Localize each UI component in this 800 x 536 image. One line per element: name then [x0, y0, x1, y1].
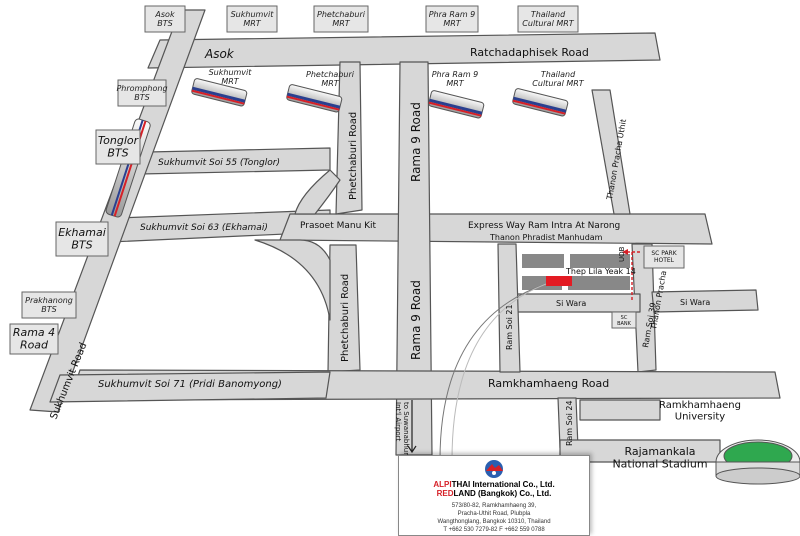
- route-arrow: [622, 249, 628, 255]
- label-soi71: Sukhumvit Soi 71 (Pridi Banomyong): [98, 379, 282, 390]
- road-expressway: [279, 213, 713, 245]
- label-soi63: Sukhumvit Soi 63 (Ekhamai): [140, 223, 268, 233]
- road-univ: [579, 399, 661, 421]
- buildings-block: [522, 254, 630, 290]
- label-soi55: Sukhumvit Soi 55 (Tonglor): [158, 158, 280, 168]
- train-sukhumvit: [191, 78, 248, 107]
- road-si-wara-right: [651, 289, 759, 313]
- company-info-box: ALPITHAI International Co., Ltd. REDLAND…: [398, 455, 590, 536]
- label-ratchadaphisek: Ratchadaphisek Road: [470, 46, 589, 59]
- company-logo-icon: [485, 460, 503, 478]
- road-pracha-uthit-lower: [631, 243, 657, 373]
- label-asok: Asok: [204, 47, 235, 61]
- road-network: [29, 9, 781, 463]
- address-line-4: T +662 530 7279-82 F +662 559 0788: [443, 527, 545, 533]
- label-phradist: Thanon Phradist Manhudam: [489, 233, 603, 242]
- road-curve-lower: [254, 239, 331, 321]
- company-name-2: REDLAND (Bangkok) Co., Ltd.: [399, 489, 589, 498]
- address-line-3: Wangthonglang, Bangkok 10310, Thailand: [437, 519, 551, 525]
- road-curve-upper: [294, 169, 341, 215]
- train-phra-ram9: [428, 90, 485, 119]
- company-name-2-a: RED: [436, 489, 454, 498]
- company-name-2-b: LAND (Bangkok) Co., Ltd.: [453, 489, 552, 498]
- label-suvarnabhumi: to SuwanabhumiInt'l Airport: [394, 402, 410, 461]
- label-si-wara: Si Wara: [556, 299, 586, 308]
- label-rama9-lower: Rama 9 Road: [409, 280, 423, 360]
- label-prasoet: Prasoet Manu Kit: [300, 221, 377, 231]
- label-expressway: Express Way Ram Intra At Narong: [468, 221, 620, 231]
- company-name-1-b: THAI International Co., Ltd.: [451, 480, 555, 489]
- train-thailand-cultural: [512, 88, 569, 117]
- label-uob: UOB: [618, 246, 626, 262]
- company-name-1-a: ALPI: [433, 480, 452, 489]
- callout-line-inner: [451, 283, 547, 461]
- stadium-icon: [715, 439, 800, 485]
- road-phetchaburi: [335, 61, 363, 215]
- label-phetchaburi-lower: Phetchaburi Road: [340, 274, 351, 362]
- airport-arrow: [407, 400, 417, 454]
- train-phetchaburi: [286, 84, 343, 113]
- callout-line: [439, 283, 547, 461]
- road-ram-soi21: [497, 243, 521, 373]
- address-line-2: Pracha-Uthit Road, Plubpla: [457, 511, 531, 517]
- road-phetchaburi-lower: [327, 244, 361, 373]
- label-ramkhamhaeng: Ramkhamhaeng Road: [488, 377, 609, 390]
- label-thep-lila: Thep Lila Yeak 14: [565, 267, 636, 276]
- label-si-wara-right: Si Wara: [680, 298, 710, 307]
- label-ram-soi21: Ram Soi 21: [505, 304, 514, 350]
- label-ram-soi24: Ram Soi 24: [565, 400, 574, 446]
- road-pracha-uthit: [591, 89, 631, 215]
- address-line-1: 573/80-82, Ramkhamhaeng 39,: [451, 503, 537, 509]
- label-phetchaburi-upper: Phetchaburi Road: [348, 112, 359, 200]
- route-dashed: [628, 251, 640, 302]
- company-name-1: ALPITHAI International Co., Ltd.: [399, 480, 589, 489]
- destination-marker: [546, 276, 572, 286]
- road-soi71-band: [49, 371, 331, 403]
- label-rama9-upper: Rama 9 Road: [409, 102, 423, 182]
- road-ratchadaphisek: [147, 32, 661, 69]
- company-address: 573/80-82, Ramkhamhaeng 39, Pracha-Uthit…: [399, 502, 589, 534]
